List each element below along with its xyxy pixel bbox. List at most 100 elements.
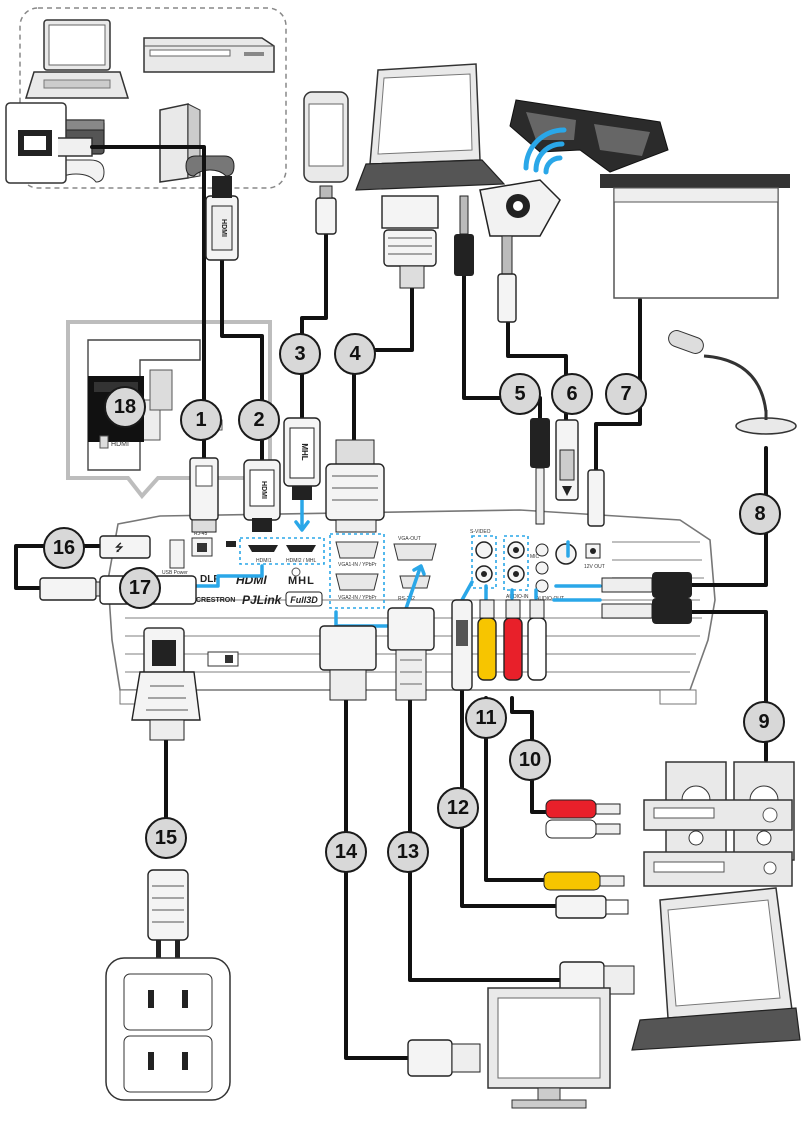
wall-outlet-icon [105,957,231,1101]
vga-out-plug [319,625,377,701]
audio-in-mini-port [535,543,549,557]
micro-usb-plug [315,185,337,235]
svg-text:15: 15 [155,827,177,849]
callout-3: 3 [279,333,321,375]
usb-power-port-label: USB Power [162,570,188,576]
dc-out-label: 12V OUT [584,564,605,570]
vga1-in-port [335,541,379,559]
av-video-dashed-frame [471,535,497,589]
mhl-plug: MHL [283,417,321,500]
dvd-player-av-icon [643,851,793,887]
dlp-logo: DLP [200,574,220,585]
crestron-logo: CRESTRON [196,597,235,604]
source-devices-box [19,7,287,189]
speaker-plug [601,598,692,624]
rs232-label: RS-232 [398,596,415,602]
callout-17: 17 [119,567,161,609]
microphone-icon [668,330,797,435]
wall-power-plug [147,869,189,970]
mhl-plug-logo: MHL [300,443,309,460]
inset-hdmi-label: HDMI [111,441,129,448]
service-port [226,541,236,547]
hdmi2-mhl-port [286,545,316,552]
svg-text:14: 14 [335,841,358,863]
hdmi-cable-top-plug: HDMI [205,176,239,261]
callout-9: 9 [743,701,785,743]
vga-in-dashed-frame [329,533,385,609]
audio-out-port [535,579,549,593]
mic-plug [601,572,692,598]
smartphone-icon [303,91,349,183]
audio-in-label: AUDIO-IN [506,594,529,600]
laptop-top-icon [355,63,506,191]
callout-18: 18 [104,386,146,428]
svideo-plug [451,599,473,691]
svg-text:16: 16 [53,537,75,559]
vga2-in-label: VGA2-IN / YPbPr [338,595,377,601]
vga-out-label: VGA-OUT [398,536,421,542]
svg-text:8: 8 [754,503,765,525]
callout-5: 5 [499,373,541,415]
vga-plug-monitor [407,1039,481,1077]
callout-2: 2 [238,399,280,441]
laptop-icon [24,19,130,99]
callout-13: 13 [387,831,429,873]
network-wall-jack [5,102,93,184]
3d-glasses-icon [509,99,669,173]
svg-text:11: 11 [475,707,496,729]
laptop-bottom-icon [631,887,801,1051]
callout-4: 4 [334,333,376,375]
rs232-plug [387,607,435,701]
audio-out-label: AUDIO-OUT [536,596,564,602]
plugs: HDMI HDMI MHL [39,176,692,1077]
svideo-port [475,541,493,559]
callout-7: 7 [605,373,647,415]
callout-8: 8 [739,493,781,535]
svg-text:5: 5 [514,383,525,405]
dc-trigger-plug [587,469,605,527]
callout-10: 10 [509,739,551,781]
vcr-icon [643,799,793,831]
audio-cable-top-plug [454,195,474,276]
rca-white-plug-vcr [545,819,621,839]
hdmi-plug-logo: HDMI [260,481,267,499]
hdmi-ports-dashed-frame [239,537,325,565]
3d-emitter-cable-plug [497,235,517,323]
pjlink-logo: PJLink [242,593,283,607]
vga-cable-top-plug [381,195,439,289]
vga1-in-label: VGA1-IN / YPbPr [338,562,377,568]
svg-text:6: 6 [566,383,577,405]
callout-1: 1 [180,399,222,441]
dvd-player-icon [143,37,275,73]
svideo-label: S-VIDEO [470,529,491,535]
hdmi1-port-label: HDMI1 [256,558,272,564]
rca-video-plug-yellow [477,599,497,681]
rca-audio-plug-white [527,599,547,681]
cables [14,145,768,1060]
svideo-plug-dvd [555,895,629,919]
svg-text:4: 4 [349,343,361,365]
audio-plug-projector [530,418,550,525]
3d-emitter [479,179,561,237]
power-cord-plug [131,671,201,741]
hdmi-vertical-logo: HDMI [220,219,227,237]
hdmi-plug: HDMI [243,459,281,532]
rca-audio-plug-red [503,599,523,681]
vga-plug [325,439,385,533]
3d-sync-plug [555,419,579,501]
usb-plug-16: ⭍ [99,535,151,559]
svg-text:9: 9 [758,711,769,733]
callout-14: 14 [325,831,367,873]
svg-text:3: 3 [294,343,305,365]
audio-in-dashed-frame [503,535,529,591]
mic-port [535,561,549,575]
game-console-playstation-icon [159,103,235,183]
svg-text:17: 17 [129,577,151,599]
hdmi2-port-label: HDMI2 / MHL [286,558,317,564]
svg-text:10: 10 [519,749,541,771]
vga-out-port [393,543,437,561]
mhl-panel-logo: MHL [288,575,315,587]
mic-label: MIC [530,554,540,560]
